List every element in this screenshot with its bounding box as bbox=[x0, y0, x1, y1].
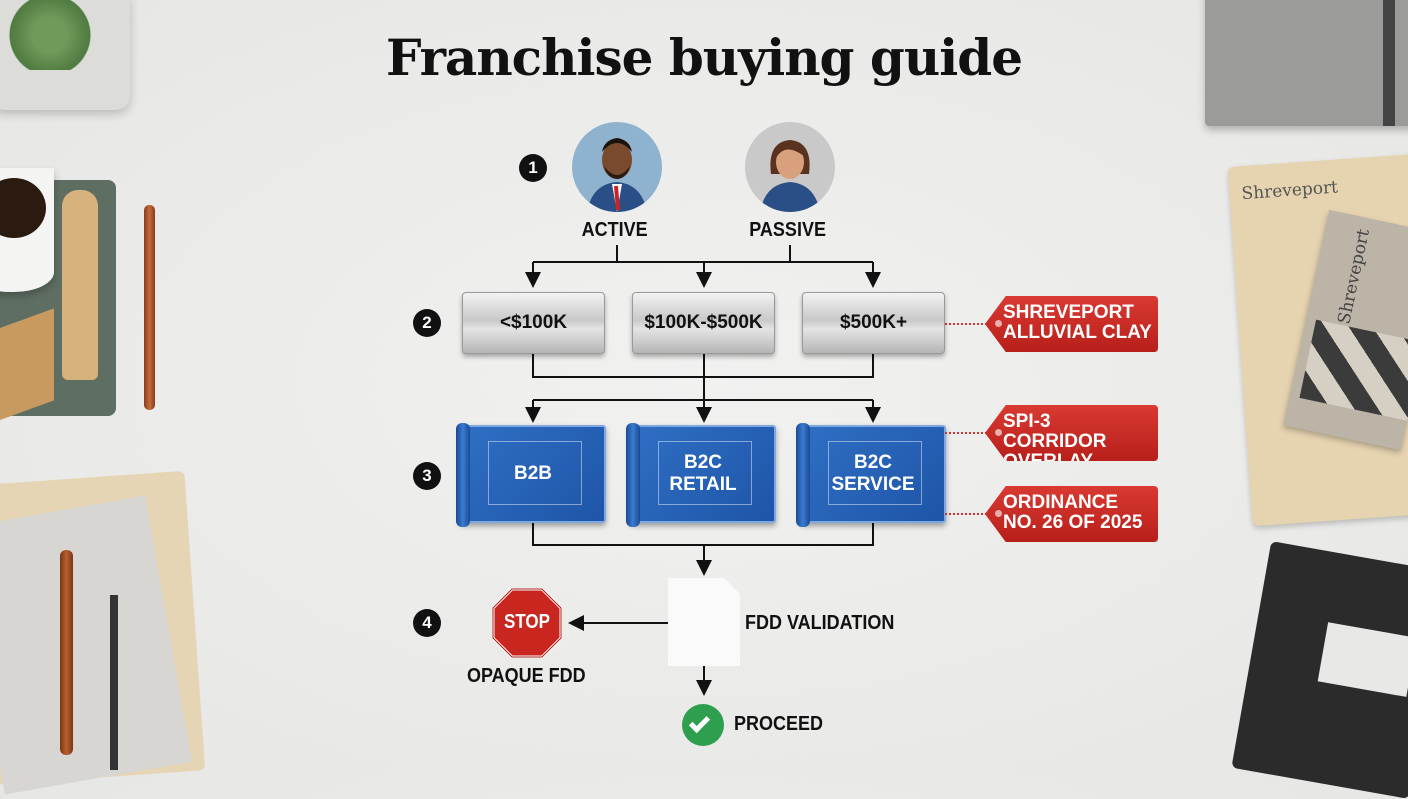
business-label: B2B bbox=[513, 463, 552, 484]
page-title: Franchise buying guide bbox=[385, 28, 1023, 87]
tier-under-100k: <$100K bbox=[462, 292, 605, 354]
fdd-validation-label: FDD VALIDATION bbox=[745, 612, 895, 634]
pencil-decor bbox=[110, 595, 118, 770]
tag-connector bbox=[945, 513, 987, 515]
step-badge-4: 4 bbox=[413, 609, 441, 637]
check-circle-icon bbox=[682, 704, 724, 746]
stop-sign-icon bbox=[492, 588, 562, 658]
active-investor-avatar bbox=[572, 122, 662, 212]
proceed-label: PROCEED bbox=[734, 713, 824, 735]
succulent-decor bbox=[5, 0, 95, 70]
step-badge-1: 1 bbox=[519, 154, 547, 182]
stop-sign-text: STOP bbox=[504, 611, 550, 633]
wooden-spatula-decor bbox=[62, 190, 98, 380]
pen-decor bbox=[144, 205, 155, 410]
gray-notebook-decor bbox=[1205, 0, 1408, 126]
coffee-mug-decor bbox=[0, 168, 54, 292]
fdd-document-icon bbox=[668, 578, 740, 666]
tier-500k-plus: $500K+ bbox=[802, 292, 945, 354]
opaque-fdd-label: OPAQUE FDD bbox=[467, 665, 586, 687]
business-b2b: B2B bbox=[456, 423, 606, 527]
step-badge-3: 3 bbox=[413, 462, 441, 490]
tag-connector bbox=[945, 323, 987, 325]
pen-decor-2 bbox=[60, 550, 73, 755]
tag-connector bbox=[945, 432, 987, 434]
step-badge-2: 2 bbox=[413, 309, 441, 337]
active-label: ACTIVE bbox=[581, 219, 648, 241]
passive-investor-avatar bbox=[745, 122, 835, 212]
tier-100k-500k: $100K-$500K bbox=[632, 292, 775, 354]
passive-label: PASSIVE bbox=[749, 219, 826, 241]
flow-connectors bbox=[525, 245, 881, 696]
